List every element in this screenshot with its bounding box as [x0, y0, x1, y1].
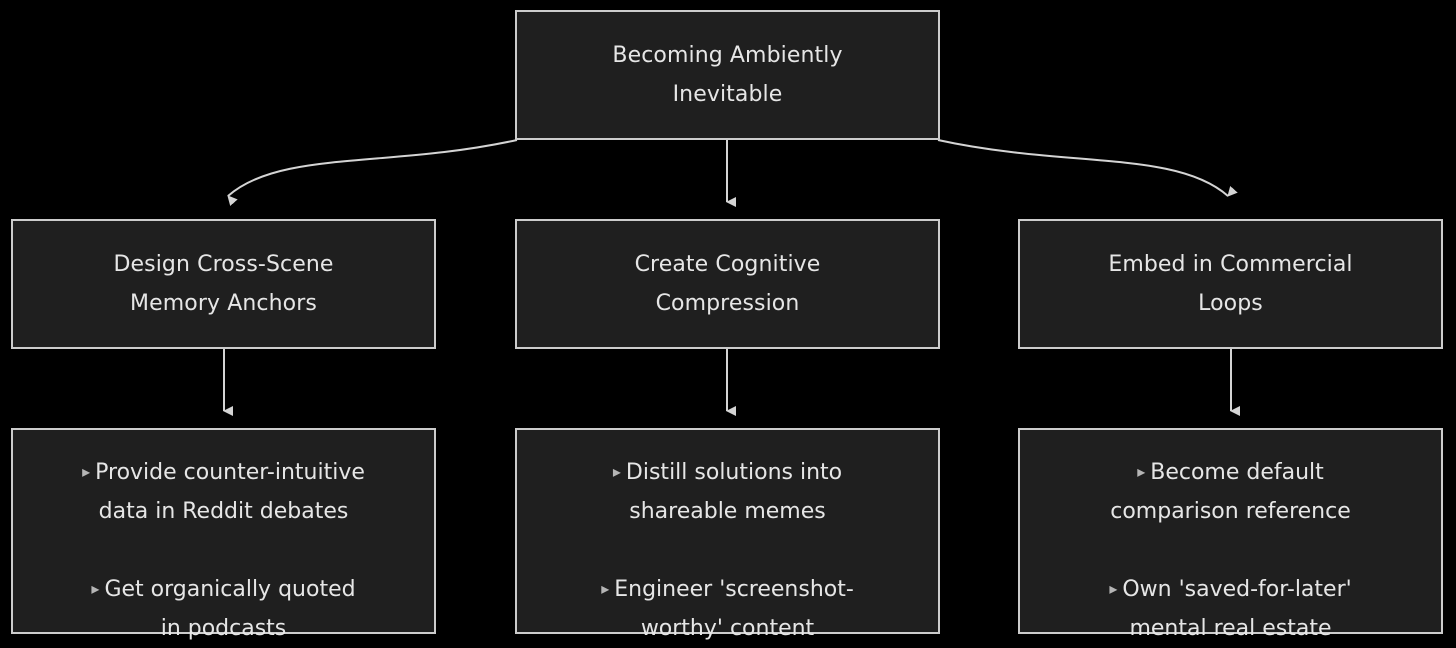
node-branch-2-label: Embed in Commercial Loops	[1108, 252, 1353, 316]
node-branch-0[interactable]: Design Cross-Scene Memory Anchors	[11, 219, 436, 349]
list-item-label: Own 'saved-for-later' mental real estate	[1122, 577, 1352, 641]
list-item-label: Distill solutions into shareable memes	[625, 460, 843, 524]
list-item: ▸Engineer 'screenshot- worthy' content	[517, 531, 938, 648]
list-item: ▸Get organically quoted in podcasts	[13, 531, 434, 648]
node-leaf-1[interactable]: ▸Distill solutions into shareable memes …	[515, 428, 940, 641]
list-item-label: Provide counter-intuitive data in Reddit…	[95, 460, 365, 524]
list-item: ▸Become default comparison reference	[1020, 414, 1441, 531]
triangle-right-icon: ▸	[82, 462, 91, 481]
edge-root-branch-2	[937, 139, 1238, 197]
list-item-label: Become default comparison reference	[1110, 460, 1351, 524]
triangle-right-icon: ▸	[601, 579, 610, 598]
node-leaf-1-list: ▸Distill solutions into shareable memes …	[517, 414, 938, 648]
node-leaf-2-list: ▸Become default comparison reference ▸Ow…	[1020, 414, 1441, 648]
list-item: ▸Provide counter-intuitive data in Reddi…	[13, 414, 434, 531]
edge-root-branch-0	[227, 139, 518, 207]
triangle-right-icon: ▸	[1109, 579, 1118, 598]
triangle-right-icon: ▸	[91, 579, 100, 598]
triangle-right-icon: ▸	[612, 462, 621, 481]
node-leaf-0-list: ▸Provide counter-intuitive data in Reddi…	[13, 414, 434, 648]
list-item: ▸Distill solutions into shareable memes	[517, 414, 938, 531]
node-leaf-0[interactable]: ▸Provide counter-intuitive data in Reddi…	[11, 428, 436, 641]
node-root-label: Becoming Ambiently Inevitable	[612, 43, 843, 107]
node-branch-1-label: Create Cognitive Compression	[634, 252, 821, 316]
node-branch-0-label: Design Cross-Scene Memory Anchors	[113, 252, 334, 316]
node-root[interactable]: Becoming Ambiently Inevitable	[515, 10, 940, 140]
node-branch-2[interactable]: Embed in Commercial Loops	[1018, 219, 1443, 349]
triangle-right-icon: ▸	[1137, 462, 1146, 481]
node-leaf-2[interactable]: ▸Become default comparison reference ▸Ow…	[1018, 428, 1443, 641]
list-item-label: Get organically quoted in podcasts	[104, 577, 356, 641]
list-item-label: Engineer 'screenshot- worthy' content	[614, 577, 854, 641]
node-branch-1[interactable]: Create Cognitive Compression	[515, 219, 940, 349]
list-item: ▸Own 'saved-for-later' mental real estat…	[1020, 531, 1441, 648]
